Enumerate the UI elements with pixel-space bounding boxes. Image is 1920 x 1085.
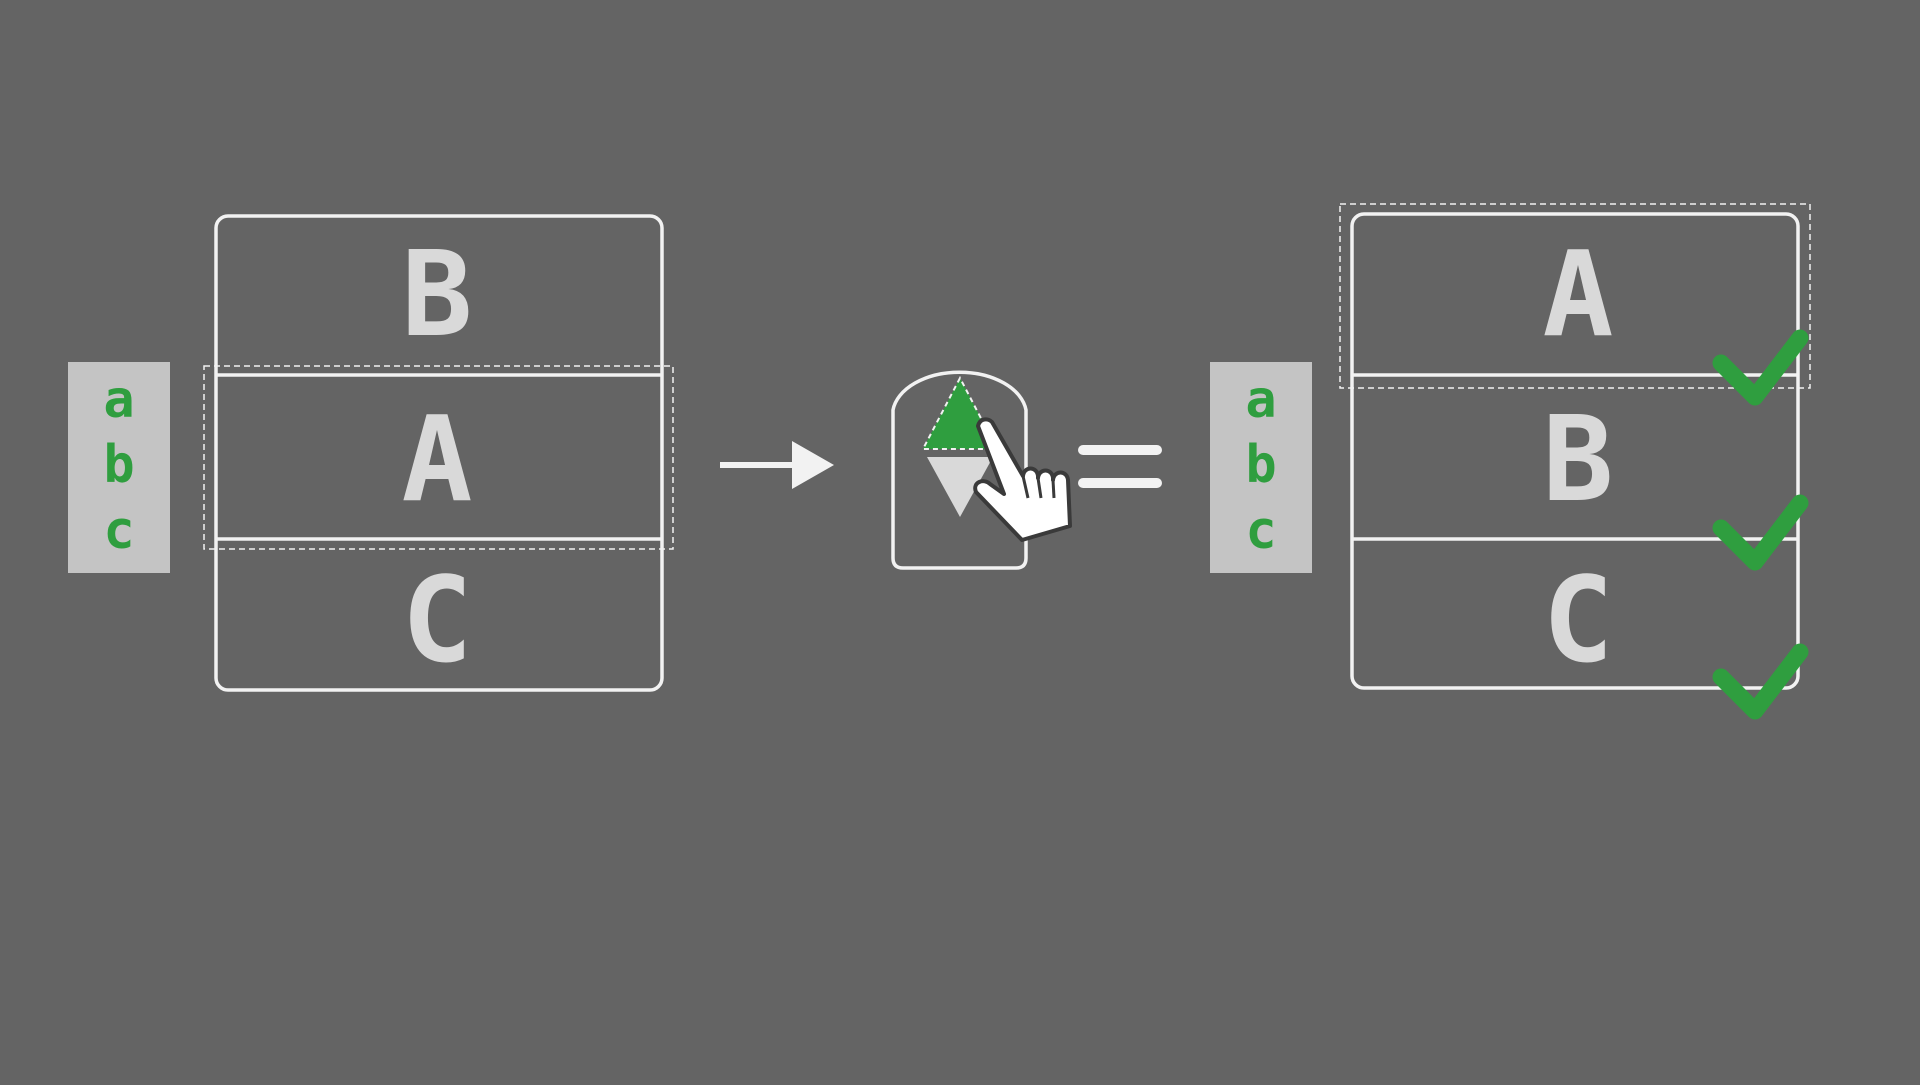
left-list-row-2: A: [401, 390, 472, 528]
left-unsorted-list: B A C: [203, 214, 674, 692]
checkmark-icon: [1712, 329, 1809, 406]
sort-button-outline: [891, 370, 1028, 570]
pointing-hand-cursor-icon: [973, 417, 1072, 542]
left-sort-key-panel: a b c: [68, 362, 170, 573]
checkmark-icon: [1712, 643, 1809, 720]
checkmark-icon: [1712, 494, 1809, 571]
left-list-row-3: C: [401, 551, 472, 689]
sort-descending-icon: [927, 457, 993, 517]
left-list-row-1: B: [401, 225, 472, 363]
right-selected-row-highlight: [1339, 203, 1811, 389]
right-list-frame: [1350, 212, 1800, 690]
right-list-row-2: B: [1542, 390, 1613, 528]
right-key-background: [1210, 362, 1312, 573]
right-key-letter-c: c: [1245, 501, 1276, 561]
left-list-frame: [214, 214, 664, 692]
left-key-letter-c: c: [103, 501, 134, 561]
right-sorted-list: A B C: [1339, 203, 1811, 690]
right-list-row-3: C: [1542, 551, 1613, 689]
left-selected-row-highlight: [203, 365, 674, 550]
right-sort-key-panel: a b c: [1210, 362, 1312, 573]
right-key-letter-a: a: [1245, 370, 1276, 430]
equals-icon: [1078, 445, 1162, 488]
left-key-background: [68, 362, 170, 573]
left-key-letter-b: b: [103, 435, 134, 495]
right-list-row-1: A: [1542, 225, 1613, 363]
right-key-letter-b: b: [1245, 435, 1276, 495]
arrow-right-icon: [720, 441, 834, 489]
left-key-letter-a: a: [103, 370, 134, 430]
